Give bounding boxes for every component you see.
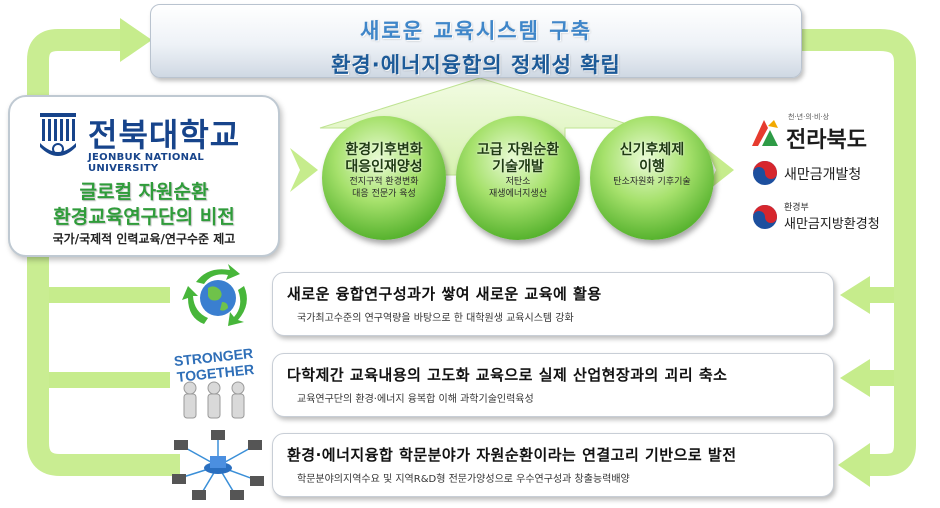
goal-subtitle: 대응 전문가 육성	[352, 189, 416, 199]
university-panel: 전북대학교 JEONBUK NATIONAL UNIVERSITY 글로컬 자원…	[8, 95, 280, 257]
statement-subtitle: 학문분야의지역수요 및 지역R&D형 전문가양성으로 우수연구성과 창출능력배양	[297, 474, 630, 485]
banner-line1: 새로운 교육시스템 구축	[360, 19, 592, 43]
statement-title: 새로운 융합연구성과가 쌓여 새로운 교육에 활용	[287, 285, 602, 303]
jeonbuk-slogan: 천·년·의·비·상	[788, 113, 830, 121]
goal-title: 신기후체제	[619, 142, 685, 158]
recycle-globe-icon	[182, 264, 247, 326]
vision-title-line1: 글로컬 자원순환	[79, 181, 209, 203]
jeonbuk-emblem-icon	[752, 120, 778, 146]
env-ministry-label: 환경부	[784, 203, 809, 213]
left-chevron	[290, 148, 318, 192]
jeonbuk-name: 전라북도	[786, 128, 867, 153]
goal-subtitle: 탄소자원화 기후기술	[613, 177, 691, 187]
goal-title: 대응인재양성	[345, 159, 423, 175]
goal-circle-new-climate: 신기후체제 이행 탄소자원화 기후기술	[590, 116, 714, 240]
stronger-together-icon: STRONGER TOGETHER	[173, 346, 255, 419]
left-loop-arrowhead	[120, 18, 152, 62]
university-emblem-icon	[40, 113, 76, 156]
goal-circle-recycling: 고급 자원순환 기술개발 저탄소 재생에너지생산	[456, 116, 580, 240]
banner-line2: 환경·에너지융합의 정체성 확립	[331, 53, 621, 77]
goal-title: 환경기후변화	[345, 142, 423, 158]
statement-title: 다학제간 교육내용의 고도화 교육으로 실제 산업현장과의 괴리 축소	[287, 366, 728, 384]
goal-subtitle: 저탄소	[505, 177, 531, 187]
taegeuk-icon	[753, 161, 777, 185]
right-loop-arrow	[800, 29, 916, 476]
network-icon	[172, 430, 264, 500]
jeonbuk-logo: 천·년·의·비·상 전라북도	[748, 112, 898, 153]
statement-subtitle: 국가최고수준의 연구역량을 바탕으로 한 대학원생 교육시스템 강화	[297, 313, 574, 324]
vision-subtitle: 국가/국제적 인력교육/연구수준 제고	[52, 232, 236, 246]
university-name-en: JEONBUK NATIONAL UNIVERSITY	[88, 152, 205, 174]
statement-subtitle: 교육연구단의 환경·에너지 융복합 이해 과학기술인력육성	[297, 394, 534, 405]
goal-title: 기술개발	[492, 159, 544, 175]
saemangeum-env-name: 새만금지방환경청	[784, 217, 880, 232]
goal-circle-climate: 환경기후변화 대응인재양성 전지구적 환경변화 대응 전문가 육성	[322, 116, 446, 240]
taegeuk-icon	[753, 205, 777, 229]
vision-title-line2: 환경교육연구단의 비전	[53, 206, 235, 228]
statement-row: 새로운 융합연구성과가 쌓여 새로운 교육에 활용 국가최고수준의 연구역량을 …	[272, 272, 834, 336]
university-name: 전북대학교	[88, 116, 241, 154]
statement-row: 다학제간 교육내용의 고도화 교육으로 실제 산업현장과의 괴리 축소 교육연구…	[272, 353, 834, 417]
saemangeum-dev-name: 새만금개발청	[784, 167, 862, 183]
right-loop-arrowhead-3	[838, 443, 870, 487]
goal-title: 이행	[639, 159, 665, 175]
right-loop-arrowhead-1	[840, 276, 870, 314]
saemangeum-env-logo: 환경부 새만금지방환경청	[752, 200, 922, 234]
goal-title: 고급 자원순환	[476, 142, 560, 158]
goal-subtitle: 재생에너지생산	[489, 189, 547, 199]
statement-title: 환경·에너지융합 학문분야가 자원순환이라는 연결고리 기반으로 발전	[287, 446, 737, 464]
saemangeum-dev-logo: 새만금개발청	[752, 160, 902, 190]
right-loop-arrowhead-2	[840, 359, 870, 397]
statement-row: 환경·에너지융합 학문분야가 자원순환이라는 연결고리 기반으로 발전 학문분야…	[272, 433, 834, 497]
goal-subtitle: 전지구적 환경변화	[349, 177, 419, 187]
vision-banner: 새로운 교육시스템 구축 환경·에너지융합의 정체성 확립	[150, 4, 802, 78]
